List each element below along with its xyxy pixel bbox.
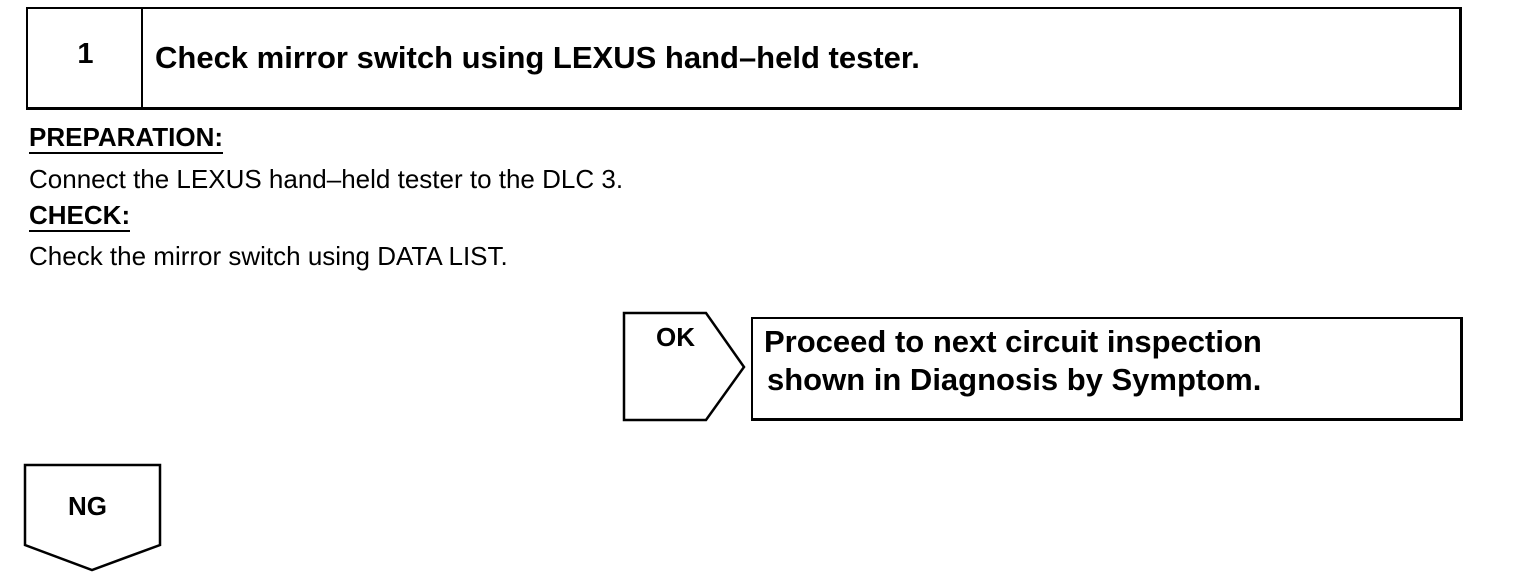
ok-label: OK <box>656 322 695 352</box>
step-header-box: 1 Check mirror switch using LEXUS hand–h… <box>26 7 1462 110</box>
ok-arrow-shape <box>622 311 746 422</box>
ng-label: NG <box>68 491 107 521</box>
ok-result-line-2: shown in Diagnosis by Symptom. <box>767 362 1262 397</box>
step-title: Check mirror switch using LEXUS hand–hel… <box>155 40 920 75</box>
ok-result-text: Proceed to next circuit inspection shown… <box>764 323 1262 399</box>
preparation-text: Connect the LEXUS hand–held tester to th… <box>29 164 624 194</box>
ok-result-box: Proceed to next circuit inspection shown… <box>751 317 1463 421</box>
step-number-cell: 1 <box>28 9 143 107</box>
ng-arrow-shape <box>23 463 162 572</box>
check-heading: CHECK: <box>29 200 131 232</box>
check-text: Check the mirror switch using DATA LIST. <box>29 241 508 271</box>
step-number: 1 <box>77 38 94 70</box>
ok-result-line-1: Proceed to next circuit inspection <box>764 324 1262 359</box>
preparation-heading: PREPARATION: <box>29 122 224 154</box>
